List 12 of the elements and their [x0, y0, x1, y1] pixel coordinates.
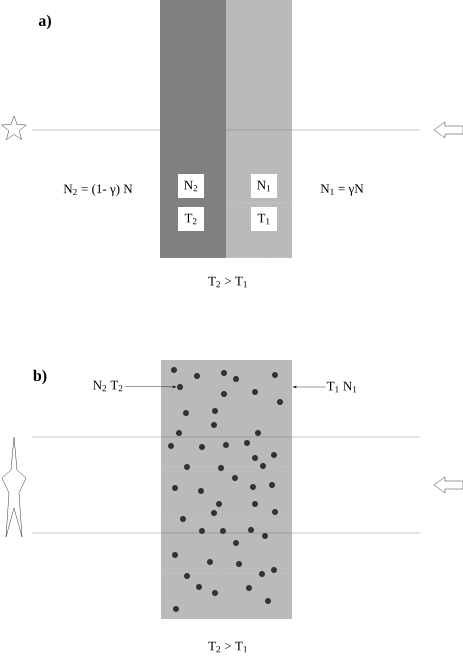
- leader-line: [292, 386, 326, 388]
- particle-label: T$_{1}$ N$_{1}$: [326, 382, 356, 392]
- leader-line: [124, 386, 176, 388]
- formula-label: N$_{2}$ = (1- γ) N: [64, 184, 132, 196]
- condition-label: T$_{2}$ > T$_{1}$: [208, 642, 247, 652]
- formula-label: N$_{1}$ = γN: [320, 184, 364, 196]
- light-slab: [161, 360, 292, 619]
- particle: [177, 384, 183, 390]
- panel-label: b): [33, 370, 46, 384]
- particle-label: N$_{2}$ T$_{2}$: [93, 380, 122, 392]
- condition-label: T$_{2}$ > T$_{1}$: [208, 276, 247, 288]
- panel-label: a): [38, 14, 51, 30]
